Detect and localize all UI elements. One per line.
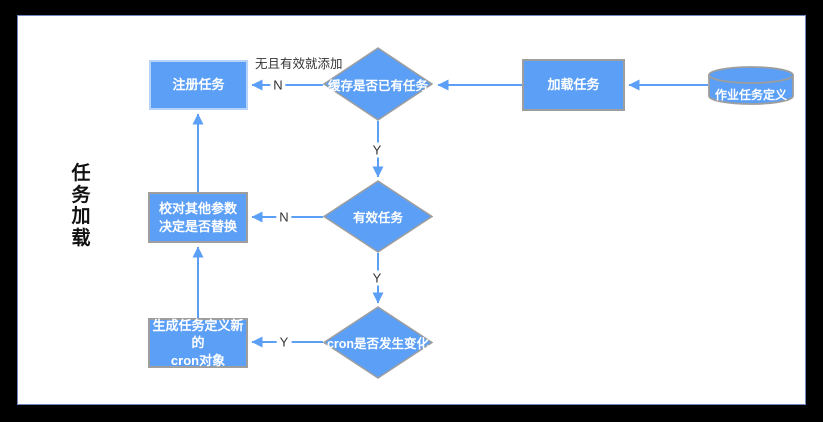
node-job-task-definition-label: 作业任务定义: [714, 87, 787, 102]
node-check-params-label: 校对其他参数 决定是否替换: [158, 200, 237, 234]
edge-label-cron-yes: Y: [276, 334, 292, 350]
node-register-task: 注册任务: [149, 60, 248, 110]
node-generate-cron-label: 生成任务定义新的 cron对象: [152, 317, 244, 368]
edge-label-cache-yes: Y: [369, 142, 385, 158]
decision-valid-task: 有效任务: [323, 180, 433, 253]
node-register-task-label: 注册任务: [172, 77, 225, 93]
node-check-params: 校对其他参数 决定是否替换: [148, 192, 248, 243]
edge-label-valid-no: N: [276, 209, 292, 225]
edge-label-cache-no: N: [270, 77, 286, 93]
decision-cache-has-task-label: 缓存是否已有任务: [327, 78, 428, 93]
diagram-title-vertical: 任务加载: [71, 163, 91, 249]
diamond-shape: [323, 180, 433, 253]
diamond-shape: [323, 47, 433, 121]
edge-note-add-if-valid: 无且有效就添加: [255, 57, 343, 71]
decision-cron-changed: cron是否发生变化: [323, 306, 433, 379]
decision-cron-changed-label: cron是否发生变化: [326, 337, 430, 351]
node-load-task: 加载任务: [522, 59, 625, 111]
diamond-shape: [323, 306, 433, 379]
node-generate-cron: 生成任务定义新的 cron对象: [148, 318, 248, 368]
cylinder-shape: [708, 66, 794, 105]
decision-cache-has-task: 缓存是否已有任务: [323, 47, 433, 121]
decision-valid-task-label: 有效任务: [352, 211, 403, 225]
diagram-canvas: 任务加载 注册任务 加载任务 校对其他参数 决定是否替换 生成任务定义新的 cr…: [17, 15, 806, 405]
node-job-task-definition: 作业任务定义: [708, 66, 794, 106]
node-load-task-label: 加载任务: [547, 77, 600, 93]
edge-label-valid-yes: Y: [369, 270, 385, 286]
